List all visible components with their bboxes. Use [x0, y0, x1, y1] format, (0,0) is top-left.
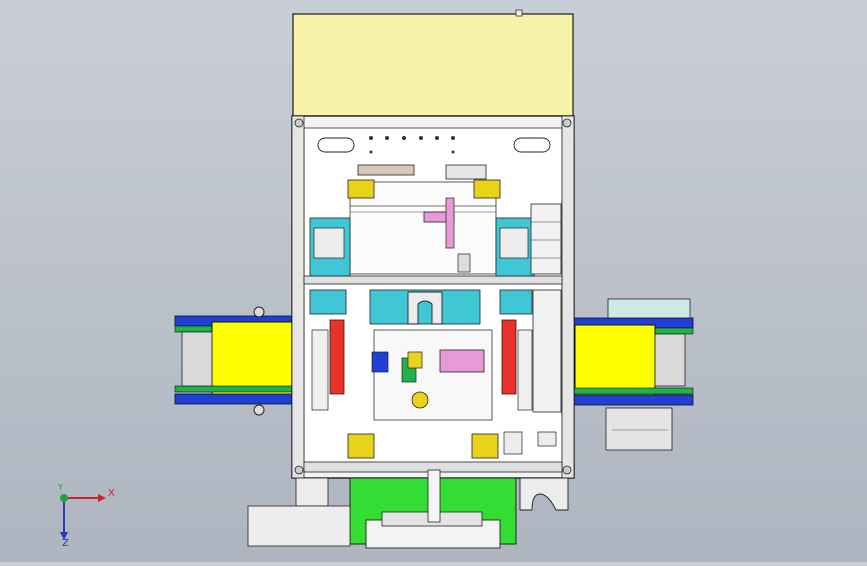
- lower-cyan-block-left: [309, 289, 347, 315]
- frame-corner-bolt: [294, 465, 304, 475]
- frame-corner-bolt: [562, 465, 572, 475]
- left-conveyor-rail-bottom: [174, 393, 296, 405]
- frame-corner-bolt: [562, 118, 572, 128]
- lower-gear: [411, 391, 429, 409]
- base-fixtures[interactable]: [247, 469, 569, 549]
- upper-side-plate-left: [313, 227, 345, 259]
- upper-top-bracket: [357, 164, 415, 176]
- left-base-block: [295, 477, 329, 507]
- gripper-cylinder: [457, 253, 471, 273]
- lower-clamp-left: [347, 433, 375, 459]
- lower-work-plate: [373, 329, 493, 421]
- upper-clamp-left: [347, 179, 375, 199]
- y-axis-label: Y: [57, 483, 63, 492]
- top-cabinet-knob: [515, 9, 523, 17]
- upper-clamp-right: [473, 179, 501, 199]
- right-lower-stacker: [532, 289, 562, 413]
- lower-clamp-right: [471, 433, 499, 459]
- frame-hole-row: [369, 136, 455, 154]
- frame-middle-beam: [303, 275, 563, 285]
- left-conveyor-end-roller: [181, 331, 213, 387]
- lower-blue-part: [371, 351, 389, 373]
- frame-right-post: [561, 115, 575, 479]
- right-conveyor-end-roller: [654, 333, 686, 387]
- right-conveyor[interactable]: [572, 298, 694, 451]
- right-conveyor-belt: [574, 324, 656, 398]
- x-axis-arrowhead: [98, 494, 106, 502]
- lower-mechanism[interactable]: [309, 289, 562, 459]
- frame-corner-bolt: [294, 118, 304, 128]
- frame-slot-left: [317, 137, 355, 153]
- lower-cyan-block-right: [499, 289, 533, 315]
- right-stacker: [530, 203, 562, 275]
- base-center-post: [427, 469, 441, 523]
- lower-red-guide-right: [501, 319, 517, 395]
- z-axis-arrowhead: [60, 532, 68, 540]
- upper-side-plate-right: [499, 227, 529, 259]
- x-axis-label: X: [108, 488, 115, 499]
- y-axis-dot: [60, 494, 68, 502]
- upper-mechanism[interactable]: [309, 164, 562, 277]
- gripper-stem: [445, 197, 455, 249]
- lower-right-block: [537, 431, 557, 447]
- base-right-arch-bracket: [519, 477, 569, 511]
- left-conveyor-knob-top[interactable]: [253, 306, 265, 318]
- frame-left-post: [291, 115, 305, 479]
- frame-slot-right: [513, 137, 551, 153]
- lower-gold-part: [407, 351, 423, 369]
- top-cabinet-panel[interactable]: [292, 13, 574, 117]
- right-conveyor-rail-bottom: [572, 394, 694, 406]
- upper-top-bracket-right: [445, 164, 487, 180]
- lower-side-arm-right: [517, 329, 533, 411]
- u-shaped-holder[interactable]: [407, 291, 443, 325]
- left-conveyor[interactable]: [174, 306, 296, 416]
- lower-red-guide-left: [329, 319, 345, 395]
- lower-pink-part[interactable]: [439, 349, 485, 373]
- left-conveyor-rail-bottom-inner: [174, 385, 296, 393]
- right-conveyor-rail-bottom-inner: [572, 387, 694, 395]
- coordinate-triad: X Y Z: [57, 483, 115, 546]
- left-conveyor-knob-bottom[interactable]: [253, 404, 265, 416]
- right-conveyor-motor: [605, 407, 673, 451]
- lower-side-arm-left: [311, 329, 329, 411]
- lower-right-bracket: [503, 431, 523, 455]
- z-axis-label: Z: [62, 538, 69, 546]
- base-plate: [247, 505, 351, 547]
